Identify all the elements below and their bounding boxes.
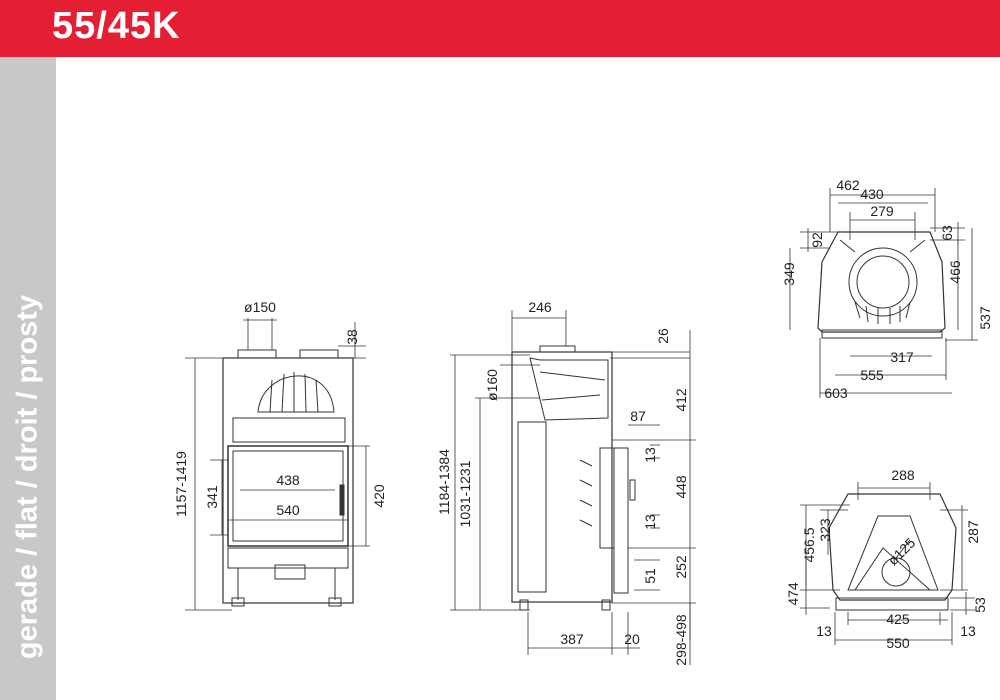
front-view: ø150 38 438 540 341 420 1157-1419 <box>173 299 387 611</box>
side-total-height-b: 1031-1231 <box>457 460 473 527</box>
plan-left-456: 456.5 <box>801 527 817 562</box>
side-depth-top: 246 <box>528 299 552 315</box>
plan-top-288: 288 <box>891 467 915 483</box>
side-lower-height: 252 <box>673 555 689 579</box>
top-left-349: 349 <box>781 262 797 286</box>
sidebar: gerade / flat / droit / prosty <box>0 57 56 700</box>
side-flue-diameter: ø160 <box>484 369 500 401</box>
top-right-63: 63 <box>939 225 955 241</box>
front-door-height: 420 <box>371 484 387 508</box>
front-glass-height: 341 <box>204 485 220 509</box>
side-offset-87: 87 <box>630 408 646 424</box>
front-total-height: 1157-1419 <box>173 451 189 517</box>
top-bottom-555: 555 <box>860 367 884 383</box>
plan-bottom-425: 425 <box>886 611 910 627</box>
side-frame-13-bottom: 13 <box>642 514 658 530</box>
side-front-offset: 20 <box>624 631 640 647</box>
side-frame-13-top: 13 <box>642 447 658 463</box>
side-total-height-a: 1184-1384 <box>436 449 452 515</box>
side-leg-height: 298-498 <box>673 614 689 666</box>
side-base-depth: 387 <box>560 631 584 647</box>
model-title: 55/45K <box>52 5 181 47</box>
front-flue-diameter: ø150 <box>244 299 276 315</box>
front-glass-width: 438 <box>276 472 300 488</box>
top-right-537: 537 <box>977 306 993 330</box>
side-offset-51: 51 <box>642 568 658 584</box>
plan-right-53: 53 <box>972 597 988 613</box>
plan-left-474: 474 <box>785 582 801 606</box>
side-upper-height: 412 <box>673 388 689 412</box>
side-middle-height: 448 <box>673 475 689 499</box>
plan-right-13: 13 <box>960 623 976 639</box>
top-bottom-603: 603 <box>824 385 848 401</box>
plan-left-323: 323 <box>817 518 833 542</box>
plan-left-13: 13 <box>816 623 832 639</box>
top-left-92: 92 <box>809 232 825 248</box>
top-view: 462 430 279 92 63 349 466 537 317 555 60… <box>781 177 993 401</box>
header-bar: 55/45K <box>0 0 1000 57</box>
top-flue-spacing: 279 <box>870 203 894 219</box>
plan-flue: ø125 <box>885 534 919 568</box>
plan-view: 288 323 456.5 287 ø125 474 53 425 550 13… <box>785 467 988 651</box>
front-opening-width: 540 <box>276 502 300 518</box>
side-view: 246 26 ø160 1184-1384 1031-1231 412 87 1… <box>436 299 696 666</box>
plan-right-287: 287 <box>965 520 981 544</box>
top-bottom-317: 317 <box>890 349 914 365</box>
plan-bottom-550: 550 <box>886 635 910 651</box>
front-top-offset: 38 <box>344 329 360 345</box>
side-top-gap: 26 <box>655 328 671 344</box>
top-inner-top: 430 <box>860 186 884 202</box>
top-outer-top: 462 <box>836 177 860 193</box>
top-right-466: 466 <box>947 260 963 284</box>
